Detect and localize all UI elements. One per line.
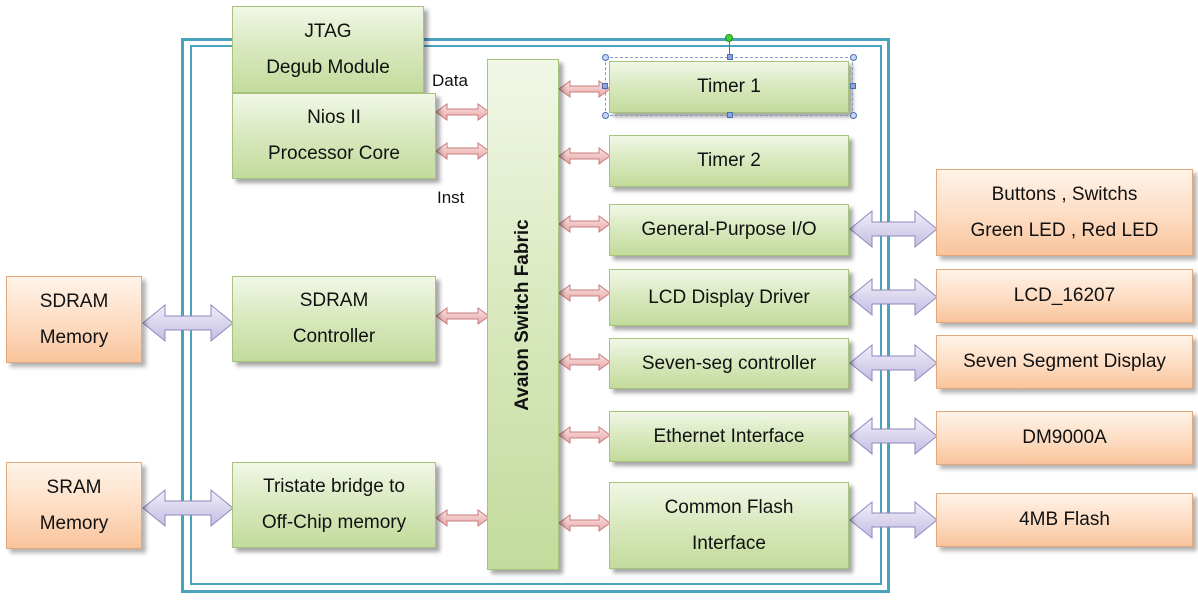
nios-title: Nios II [307,107,361,128]
dm9000a: DM9000A [936,411,1193,465]
gpio-label: General-Purpose I/O [641,219,817,240]
buttons-switches-leds: Buttons , Switchs Green LED , Red LED [936,169,1193,256]
sdram-controller-title: SDRAM [299,290,369,311]
seven-segment-display-label: Seven Segment Display [963,351,1166,372]
sdram-memory-title: SDRAM [39,290,109,312]
timer2-block: Timer 2 [609,135,849,187]
fpga-boundary-inner [190,45,882,585]
sdram-memory: SDRAM Memory [6,276,142,363]
tristate-bridge: Tristate bridge to Off-Chip memory [232,462,436,548]
sevenseg-controller-block: Seven-seg controller [609,338,849,389]
dm9000a-label: DM9000A [1022,427,1107,448]
inst-bus-label: Inst [437,188,465,207]
bus-arrow [558,353,611,371]
resize-handle-icon[interactable] [602,54,609,61]
resize-handle-icon[interactable] [850,112,857,119]
tristate-title: Tristate bridge to [263,476,405,497]
timer2-label: Timer 2 [697,150,761,171]
device-link-arrow [849,416,938,456]
bus-arrow [435,509,490,527]
lcd-16207-label: LCD_16207 [1013,285,1116,306]
sdram-controller: SDRAM Controller [232,276,436,362]
ethernet-interface-block: Ethernet Interface [609,411,849,462]
rotation-stem [729,41,730,57]
nios-processor-core: Nios II Processor Core [232,93,436,179]
device-link-arrow [849,500,938,540]
lcd-16207: LCD_16207 [936,269,1193,323]
bus-arrow [558,514,611,532]
avalon-switch-fabric: Avaion Switch Fabric [487,59,559,570]
memory-link-arrow [142,303,234,343]
gpio-block: General-Purpose I/O [609,204,849,256]
selection-outline [605,57,853,116]
bus-arrow [435,142,490,160]
tristate-subtitle: Off-Chip memory [261,512,407,533]
resize-handle-icon[interactable] [850,54,857,61]
buttons-switches-label: Buttons , Switchs [991,183,1138,205]
bus-arrow [558,215,611,233]
bus-arrow [435,307,490,325]
bus-arrow [435,103,490,121]
data-bus-label: Data [432,71,468,90]
device-link-arrow [849,343,938,383]
timer1-label: Timer 1 [697,76,761,97]
sdram-memory-subtitle: Memory [39,326,109,348]
sram-memory-subtitle: Memory [39,512,109,534]
lcd-driver-block: LCD Display Driver [609,269,849,326]
resize-handle-icon[interactable] [850,83,856,89]
nios-subtitle: Processor Core [268,143,400,164]
resize-handle-icon[interactable] [727,54,733,60]
jtag-debug-module: JTAG Degub Module [232,6,424,93]
flash-interface-title: Common Flash [664,496,794,518]
resize-handle-icon[interactable] [727,112,733,118]
flash-4mb-label: 4MB Flash [1019,509,1110,530]
memory-link-arrow [142,488,234,528]
ethernet-interface-label: Ethernet Interface [653,425,805,447]
sram-memory: SRAM Memory [6,462,142,549]
lcd-driver-label: LCD Display Driver [648,286,810,308]
flash-interface-subtitle: Interface [692,532,766,554]
sdram-controller-subtitle: Controller [292,326,376,347]
resize-handle-icon[interactable] [602,83,608,89]
flash-interface-block: Common Flash Interface [609,482,849,569]
sevenseg-controller-label: Seven-seg controller [641,352,817,374]
sram-memory-title: SRAM [46,476,102,498]
seven-segment-display: Seven Segment Display [936,335,1193,389]
rotation-handle-icon[interactable] [725,34,733,42]
bus-arrow [558,426,611,444]
device-link-arrow [849,209,938,249]
leds-label: Green LED , Red LED [970,219,1159,241]
jtag-subtitle: Degub Module [266,56,390,78]
device-link-arrow [849,277,938,317]
resize-handle-icon[interactable] [602,112,609,119]
bus-arrow [558,147,611,165]
jtag-title: JTAG [304,20,352,42]
fabric-label: Avaion Switch Fabric [512,218,533,411]
flash-4mb: 4MB Flash [936,493,1193,547]
timer1-block[interactable]: Timer 1 [609,61,849,113]
bus-arrow [558,284,611,302]
